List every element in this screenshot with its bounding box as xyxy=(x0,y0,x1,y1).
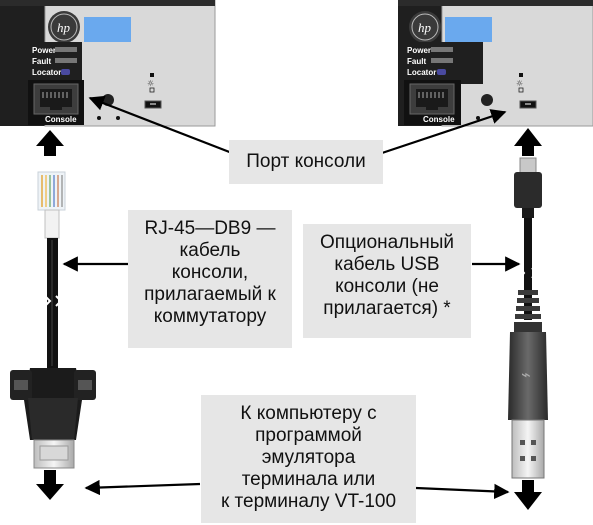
locator-led xyxy=(437,69,446,75)
hp-logo-text: hp xyxy=(57,20,71,35)
svg-text:⌁: ⌁ xyxy=(521,365,531,384)
power-led xyxy=(431,47,453,52)
rj45-db9-console-cable xyxy=(10,130,96,500)
terminal-line-5: к терминалу VT-100 xyxy=(220,491,397,512)
terminal-line-2: программой xyxy=(255,425,362,446)
rj45-cable-line-3: консоли, xyxy=(171,262,249,283)
console-port-text: Порт консоли xyxy=(246,151,366,172)
usb-console-cable: ⌁ xyxy=(508,128,548,510)
rj45-console-port[interactable] xyxy=(33,83,79,115)
power-label: Power xyxy=(32,46,56,55)
locator-label: Locator xyxy=(407,68,436,77)
arrow-down-icon xyxy=(514,480,542,510)
console-label: Console xyxy=(423,115,455,124)
rj45-console-port[interactable] xyxy=(409,83,455,115)
left-switch: hp Power Fault Locator Console ☼ xyxy=(0,0,216,127)
mini-usb-plug-icon xyxy=(519,157,537,175)
hp-logo-icon xyxy=(48,11,80,43)
rj45-cable-line-4: прилагаемый к xyxy=(144,284,276,305)
console-port-label: Порт консоли xyxy=(229,140,383,184)
hp-logo-icon xyxy=(409,11,441,43)
fault-label: Fault xyxy=(32,57,51,66)
terminal-line-3: эмулятора xyxy=(261,447,356,468)
right-switch: hp Power Fault Locator Console ☼ xyxy=(398,0,593,127)
power-label: Power xyxy=(407,46,431,55)
fault-led xyxy=(55,58,77,63)
switch-display-screen xyxy=(84,17,131,42)
usb-cable-label: Опциональный кабель USB консоли (не прил… xyxy=(303,224,471,338)
usb-cable-line-3: консоли (не xyxy=(335,276,439,297)
power-led xyxy=(55,47,77,52)
locator-label: Locator xyxy=(32,68,61,77)
reset-button-icon xyxy=(481,94,493,106)
usb-cable-line-4: прилагается) * xyxy=(323,298,451,319)
rj45-cable-line-2: кабель xyxy=(179,240,241,261)
usb-a-plug-icon xyxy=(508,332,548,420)
svg-text:☼: ☼ xyxy=(516,79,523,88)
arrow-up-icon xyxy=(36,130,64,156)
rj45-cable-line-5: коммутатору xyxy=(153,306,267,327)
terminal-line-1: К компьютеру с xyxy=(240,403,377,424)
hp-logo-text: hp xyxy=(418,20,432,35)
pointer-arrows xyxy=(62,95,521,500)
usb-cable-line-1: Опциональный xyxy=(320,232,454,253)
rj45-cable-line-1: RJ-45—DB9 — xyxy=(144,218,276,239)
arrow-up-icon xyxy=(514,128,542,156)
terminal-label: К компьютеру с программой эмулятора терм… xyxy=(201,395,416,523)
console-label: Console xyxy=(45,115,77,124)
terminal-line-4: терминала или xyxy=(241,469,376,490)
switch-display-screen xyxy=(445,17,492,42)
locator-led xyxy=(61,69,70,75)
rj45-cable-label: RJ-45—DB9 — кабель консоли, прилагаемый … xyxy=(128,210,292,348)
fault-label: Fault xyxy=(407,57,426,66)
usb-cable-line-2: кабель USB xyxy=(334,254,440,275)
arrow-down-icon xyxy=(36,470,64,500)
svg-text:☼: ☼ xyxy=(147,79,154,88)
fault-led xyxy=(431,58,453,63)
